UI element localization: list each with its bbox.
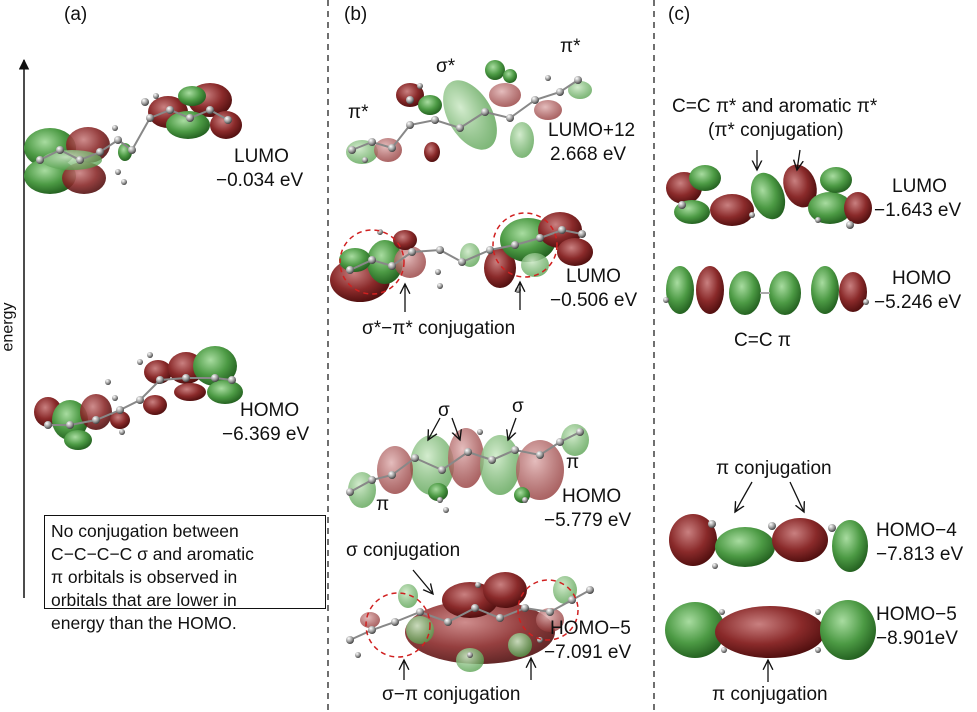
c-cc-pi: C=C π	[734, 330, 791, 351]
c-top-label-line1: C=C π* and aromatic π*	[672, 96, 878, 117]
b-sigma-conjugation: σ conjugation	[346, 540, 461, 561]
orbital-c-homo	[663, 266, 869, 315]
b-homo-energy: −5.779 eV	[544, 510, 632, 531]
orbital-c-homo4	[669, 481, 868, 572]
note-line: energy than the HOMO.	[51, 613, 237, 633]
energy-axis-label: energy	[0, 302, 17, 352]
c-pi-conjugation-top: π conjugation	[716, 458, 832, 479]
b-sigma-star: σ*	[436, 56, 456, 77]
orbital-b-lumo12	[346, 60, 592, 164]
b-sigma-2: σ	[512, 396, 524, 417]
orbital-b-homo5	[346, 569, 594, 680]
note-line: No conjugation between	[51, 521, 239, 541]
highlight-circle-right	[492, 212, 558, 278]
a-homo-energy: −6.369 eV	[222, 424, 310, 445]
b-pi-left: π	[376, 494, 390, 515]
c-homo4-name: HOMO−4	[876, 520, 957, 541]
highlight-circle-left	[339, 229, 405, 295]
c-lumo-name: LUMO	[892, 176, 947, 197]
b-lumo-name: LUMO	[566, 266, 621, 287]
panel-tag-c: (c)	[668, 4, 691, 25]
orbital-a-lumo	[24, 83, 242, 194]
a-homo-name: HOMO	[240, 400, 300, 421]
note-line: orbitals that are lower in	[51, 590, 237, 610]
note-line: C−C−C−C σ and aromatic	[51, 544, 254, 564]
b-sigma-1: σ	[438, 400, 450, 421]
orbital-c-lumo	[666, 149, 872, 229]
c-homo-energy: −5.246 eV	[874, 292, 962, 313]
highlight-circle-right-homo5	[517, 579, 579, 641]
b-pi-star-right: π*	[560, 36, 581, 57]
c-homo-name: HOMO	[892, 268, 952, 289]
b-homo5-name: HOMO−5	[550, 618, 631, 639]
highlight-circle-left-homo5	[365, 592, 431, 658]
c-homo4-energy: −7.813 eV	[876, 544, 964, 565]
c-top-label-line2: (π* conjugation)	[708, 120, 844, 141]
orbital-b-lumo	[330, 212, 593, 312]
b-homo5-energy: −7.091 eV	[544, 642, 632, 663]
c-homo5-energy: −8.901eV	[876, 628, 958, 649]
b-pi-star-left: π*	[348, 102, 369, 123]
a-lumo-name: LUMO	[234, 146, 289, 167]
b-sigma-pi-conjugation: σ−π conjugation	[382, 684, 521, 705]
b-pi-right: π	[566, 452, 580, 473]
b-lumo12-name: LUMO+12	[548, 120, 636, 141]
orbital-a-homo	[34, 346, 243, 450]
c-homo5-name: HOMO−5	[876, 604, 957, 625]
a-lumo-energy: −0.034 eV	[216, 170, 304, 191]
note-box: No conjugation between C−C−C−C σ and aro…	[44, 515, 326, 633]
b-sigma-pi-star-conjugation: σ*−π* conjugation	[362, 318, 516, 339]
panel-tag-a: (a)	[64, 4, 88, 25]
b-lumo12-energy: 2.668 eV	[550, 144, 627, 165]
orbital-b-homo	[346, 417, 589, 513]
b-lumo-energy: −0.506 eV	[550, 290, 638, 311]
c-pi-conjugation-bottom: π conjugation	[712, 684, 828, 705]
orbital-c-homo5	[665, 600, 876, 682]
c-lumo-energy: −1.643 eV	[874, 200, 962, 221]
note-line: π orbitals is observed in	[51, 567, 238, 587]
panel-tag-b: (b)	[344, 4, 368, 25]
b-homo-name: HOMO	[562, 486, 622, 507]
